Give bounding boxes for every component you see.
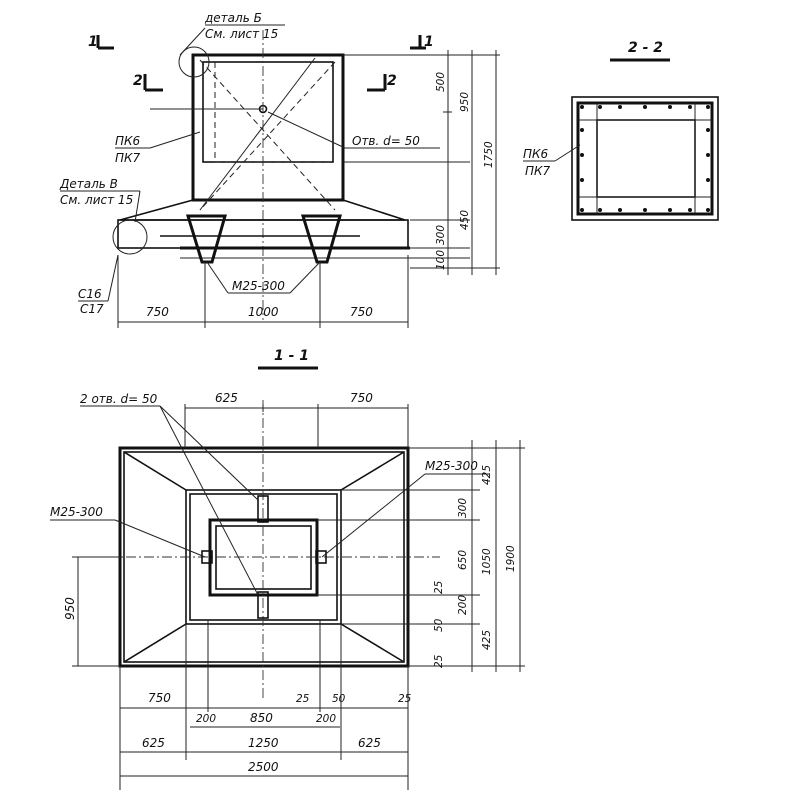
anchor-mark-right: [315, 550, 327, 564]
dim-r-200: 200: [457, 595, 469, 615]
dim-r-25-a: 25: [433, 580, 445, 594]
plan-opening: [208, 518, 319, 597]
dim-b1-750: 750: [148, 691, 171, 705]
detail-b-circle: [178, 46, 210, 78]
section-1-1-title: 1 - 1: [274, 348, 309, 364]
cut-mark-2-left: 2: [133, 73, 143, 89]
dim-top-625: 625: [215, 391, 238, 405]
dim-r-425-top: 425: [481, 465, 493, 485]
detail-v-ref: См. лист 15: [60, 193, 133, 207]
holes-label: 2 отв. d= 50: [80, 392, 158, 406]
dim-1000: 1000: [248, 305, 279, 319]
dim-r-1050: 1050: [481, 548, 493, 575]
hole-top: [257, 495, 269, 523]
dim-750-left: 750: [146, 305, 169, 319]
section-2-2-pk-top: ПК6: [523, 147, 549, 161]
dim-b3-625-right: 625: [358, 736, 381, 750]
cut-mark-1-left: 1: [88, 34, 98, 50]
dim-b2-850: 850: [250, 711, 273, 725]
dim-top-750: 750: [350, 391, 373, 405]
dim-750-right: 750: [350, 305, 373, 319]
anchor-label-left: М25-300: [50, 505, 103, 519]
detail-v-name: Деталь В: [59, 177, 118, 191]
anchor-label: М25-300: [232, 279, 285, 293]
cut-mark-1-right: 1: [424, 34, 434, 50]
slab-slope: [119, 199, 406, 221]
elevation-view: деталь Б См. лист 15 1 1 2 2 ПК6 ПК7 Отв…: [59, 11, 500, 328]
dim-300: 300: [435, 225, 447, 245]
dim-b2-200-right: 200: [316, 713, 336, 725]
dim-b1-50: 50: [332, 693, 346, 705]
dim-r-50: 50: [433, 618, 445, 632]
diagonal-line: [199, 59, 336, 211]
hole-label: Отв. d= 50: [352, 134, 420, 148]
c16-label: С16: [78, 287, 102, 301]
column-outline: [191, 53, 345, 202]
dim-450: 450: [459, 210, 471, 230]
dim-r-1900: 1900: [505, 545, 517, 572]
pk-top-label: ПК6: [115, 134, 141, 148]
hole-bottom: [257, 591, 269, 619]
dim-1750: 1750: [483, 141, 495, 168]
detail-b-ref: См. лист 15: [205, 27, 278, 41]
diagonal-line: [199, 61, 336, 211]
dim-b3-625-left: 625: [142, 736, 165, 750]
c17-label: С17: [80, 302, 104, 316]
dim-r-300: 300: [457, 498, 469, 518]
anchor-left: [185, 214, 227, 264]
section-2-2-pk-bottom: ПК7: [525, 164, 551, 178]
dim-b1-25-b: 25: [398, 693, 412, 705]
pk-bottom-label: ПК7: [115, 151, 141, 165]
dim-b1-25-a: 25: [296, 693, 310, 705]
section-2-2: 2 - 2 ПК6 ПК7: [523, 40, 719, 221]
section-2-2-inner: [596, 119, 696, 198]
cut-mark-2-right: 2: [387, 73, 397, 89]
rebar-dots: [580, 105, 710, 212]
detail-v-circle: [112, 219, 148, 255]
dim-left-950: 950: [63, 597, 77, 620]
anchor-label-right: М25-300: [425, 459, 478, 473]
detail-b-name: деталь Б: [204, 11, 262, 25]
dim-500: 500: [435, 72, 447, 92]
anchor-mark-left: [201, 550, 213, 564]
dim-b3-1250: 1250: [248, 736, 279, 750]
dim-100: 100: [435, 250, 447, 270]
dim-r-425-bottom: 425: [481, 630, 493, 650]
anchor-right: [300, 214, 342, 264]
dim-r-650: 650: [457, 550, 469, 570]
dim-950: 950: [459, 92, 471, 112]
section-2-2-title: 2 - 2: [628, 40, 663, 56]
dim-total-2500: 2500: [248, 760, 279, 774]
dim-r-25-b: 25: [433, 654, 445, 668]
section-2-2-outer: [571, 96, 719, 221]
section-1-1: 1 - 1 2 отв. d= 50 М25-300: [50, 348, 525, 790]
dim-b2-200-left: 200: [196, 713, 216, 725]
